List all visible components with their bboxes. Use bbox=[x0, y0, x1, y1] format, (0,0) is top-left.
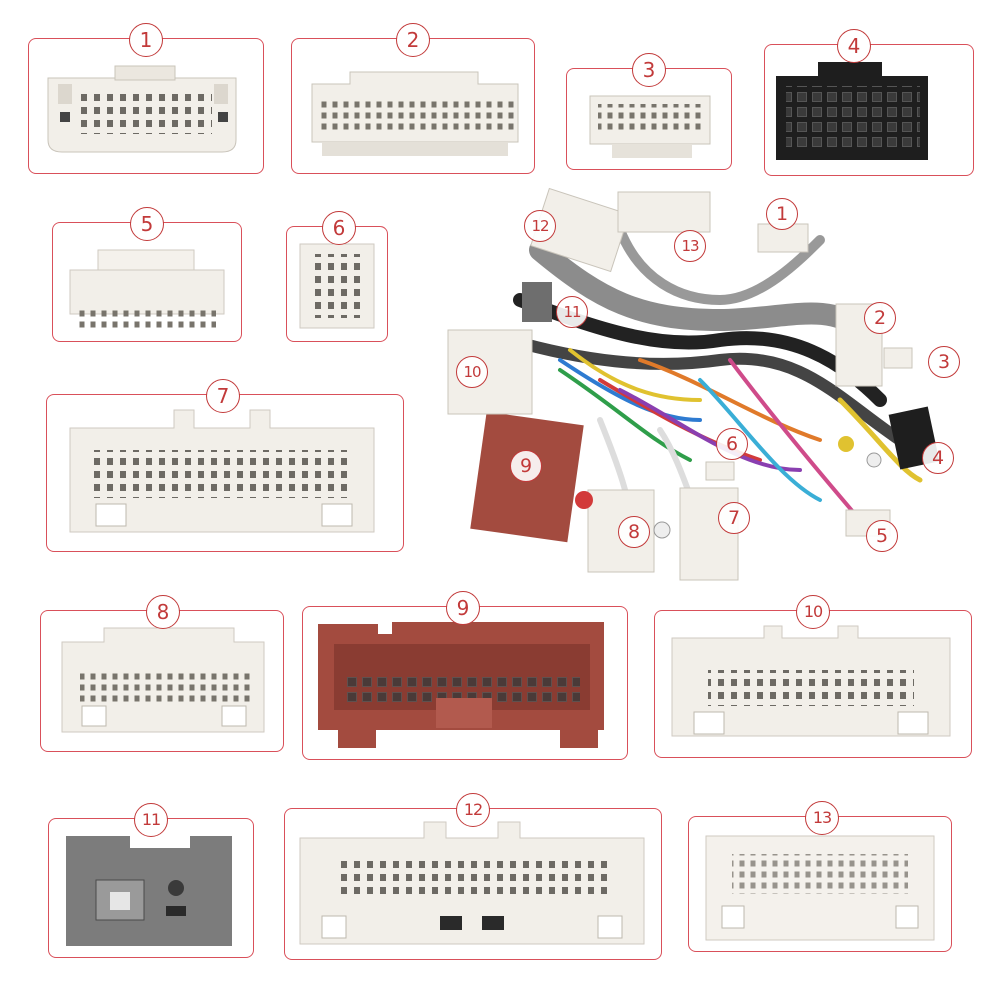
harness-label-4: 4 bbox=[922, 442, 954, 474]
connector-10-image bbox=[671, 625, 951, 737]
connector-2-image bbox=[311, 71, 519, 156]
label-connector-8: 8 bbox=[146, 595, 180, 629]
connector-11-image bbox=[66, 836, 232, 946]
label-connector-10: 10 bbox=[796, 595, 830, 629]
connector-13-image bbox=[705, 835, 935, 941]
connector-9-image bbox=[318, 622, 604, 748]
label-connector-5: 5 bbox=[130, 207, 164, 241]
harness-label-13: 13 bbox=[674, 230, 706, 262]
label-connector-1: 1 bbox=[129, 23, 163, 57]
label-connector-11: 11 bbox=[134, 803, 168, 837]
label-connector-3: 3 bbox=[632, 53, 666, 87]
connector-8-image bbox=[61, 627, 265, 733]
label-connector-9: 9 bbox=[446, 591, 480, 625]
harness-label-5: 5 bbox=[866, 520, 898, 552]
label-connector-2: 2 bbox=[396, 23, 430, 57]
connector-1-image bbox=[47, 65, 237, 153]
harness-label-7: 7 bbox=[718, 502, 750, 534]
label-connector-4: 4 bbox=[837, 29, 871, 63]
connector-5-image bbox=[69, 249, 225, 330]
harness-label-11: 11 bbox=[556, 296, 588, 328]
connector-7-image bbox=[69, 409, 375, 533]
harness-label-2: 2 bbox=[864, 302, 896, 334]
harness-label-1: 1 bbox=[766, 198, 798, 230]
label-connector-7: 7 bbox=[206, 379, 240, 413]
harness-label-12: 12 bbox=[524, 210, 556, 242]
harness-label-6: 6 bbox=[716, 428, 748, 460]
label-connector-13: 13 bbox=[805, 801, 839, 835]
connector-6-image bbox=[299, 243, 375, 329]
connector-3-image bbox=[589, 95, 711, 158]
connector-12-image bbox=[299, 821, 645, 945]
label-connector-6: 6 bbox=[322, 211, 356, 245]
harness-label-9: 9 bbox=[510, 450, 542, 482]
harness-label-8: 8 bbox=[618, 516, 650, 548]
harness-label-3: 3 bbox=[928, 346, 960, 378]
harness-label-10: 10 bbox=[456, 356, 488, 388]
label-connector-12: 12 bbox=[456, 793, 490, 827]
connector-4-image bbox=[776, 62, 928, 160]
